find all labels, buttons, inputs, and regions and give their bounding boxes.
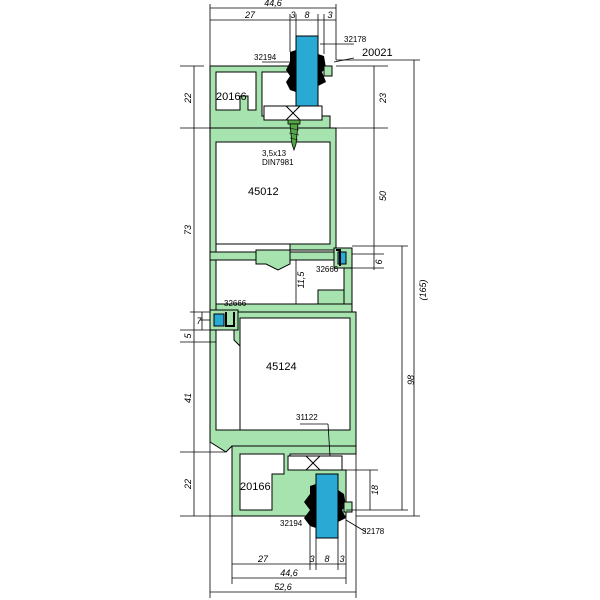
dimension-lines	[180, 4, 420, 598]
label-bottom-insert: 31122	[296, 413, 318, 422]
dim-top-27: 27	[244, 10, 256, 20]
label-right-seal: 32666	[316, 265, 339, 274]
dim-left-5: 5	[183, 333, 193, 339]
gasket-top-left-32194	[286, 50, 296, 92]
dim-right-98: 98	[406, 375, 416, 385]
dim-bottom-8: 8	[324, 554, 329, 564]
label-left-seal: 32666	[224, 299, 247, 308]
label-top-gasket-right: 32178	[344, 35, 367, 44]
dim-bottom-27: 27	[257, 554, 269, 564]
dim-right-50: 50	[378, 191, 388, 201]
label-screw-norm: DIN7981	[262, 158, 294, 167]
gasket-top-right-32178	[318, 54, 333, 86]
setting-block-bottom	[287, 455, 343, 471]
gasket-bottom-left-32194	[304, 484, 316, 528]
screw-icon	[287, 119, 301, 152]
glass-top	[295, 35, 319, 111]
gasket-bottom-right-32178	[338, 490, 353, 522]
dim-right-6: 6	[374, 259, 384, 264]
dim-bottom-44-6: 44,6	[280, 568, 298, 578]
dim-left-7: 7	[196, 316, 202, 326]
dim-right-23: 23	[378, 93, 388, 104]
label-top-gasket-left: 32194	[254, 53, 277, 62]
dim-right-165: (165)	[418, 279, 428, 300]
dim-left-22-top: 22	[183, 93, 193, 104]
label-top-bead: 20021	[362, 47, 393, 59]
label-bottom-gasket-right: 32178	[362, 527, 385, 536]
part-labels: 32194 32178 20021 20166 3,5x13 DIN7981 4…	[216, 35, 393, 536]
dim-left-73: 73	[183, 225, 193, 235]
dim-top-8: 8	[304, 10, 309, 20]
dim-top-overall: 44,6	[264, 0, 282, 8]
dim-right-11-5: 11,5	[296, 271, 306, 289]
dim-top-3b: 3	[327, 10, 332, 20]
dim-left-41: 41	[183, 393, 193, 403]
seal-right-32666	[333, 247, 353, 269]
dim-top-3a: 3	[290, 10, 295, 20]
glass-bottom	[315, 473, 339, 539]
label-bottom-sash: 20166	[240, 481, 271, 493]
label-bottom-gasket-left: 32194	[280, 519, 303, 528]
dim-left-22-bottom: 22	[183, 479, 193, 490]
dim-right-18: 18	[370, 485, 380, 495]
profile-top-frame-45012	[209, 127, 351, 271]
dim-bottom-52-6: 52,6	[274, 582, 292, 592]
dimension-labels: 44,6 27 3 8 3 27 3 8 3 44,6 52,6 22 73 5…	[183, 0, 428, 592]
label-frame-top: 45012	[248, 186, 279, 198]
profile-bottom-frame-45124	[209, 311, 357, 453]
label-frame-bottom: 45124	[266, 361, 297, 373]
dim-bottom-3a: 3	[309, 554, 314, 564]
label-top-sash: 20166	[216, 91, 247, 103]
dim-bottom-3b: 3	[339, 554, 344, 564]
label-screw-size: 3,5x13	[262, 149, 287, 158]
seal-left-32666	[209, 309, 239, 331]
setting-block-top	[263, 105, 323, 121]
